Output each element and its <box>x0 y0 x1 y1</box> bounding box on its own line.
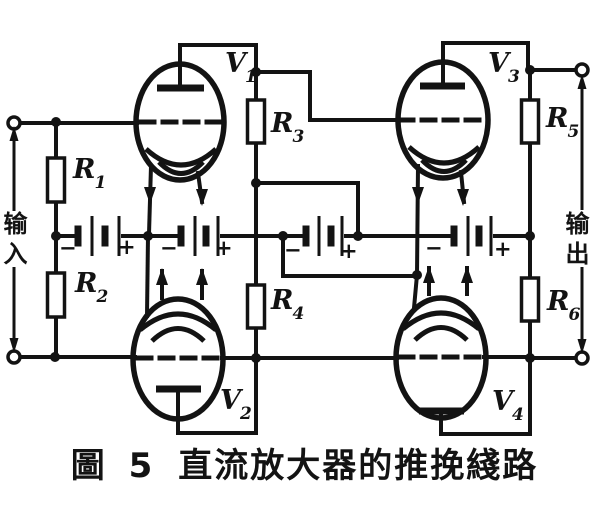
v3-left-arrowhead <box>412 187 424 204</box>
battery-plates <box>74 216 493 256</box>
junction-dot <box>251 353 261 363</box>
resistor-r2-body <box>45 271 67 319</box>
v4-right-arrowhead <box>461 266 473 283</box>
battery1-neg-plate <box>74 225 82 247</box>
tube-envelopes <box>130 59 491 422</box>
resistor-r5-body <box>519 98 541 145</box>
battery4-plus-label: + <box>494 237 512 261</box>
tube-label-v1: V1 <box>225 48 257 88</box>
resistor-r3-body <box>245 98 267 145</box>
battery1-plus-label: + <box>118 235 136 259</box>
battery3-neg-plate <box>302 225 310 247</box>
junction-dot <box>51 117 61 127</box>
tube-v4 <box>393 295 489 421</box>
v1-left-arrowhead <box>144 187 156 204</box>
figure-caption: 圖 5 直流放大器的推挽綫路 <box>0 449 609 483</box>
input-arrowhead-up <box>9 126 19 141</box>
resistor-label-r6: R6 <box>547 286 581 326</box>
junction-dot <box>353 231 363 241</box>
junction-dot <box>143 231 153 241</box>
junction-dot <box>525 231 535 241</box>
tube-v2 <box>130 296 226 422</box>
v4-plate-wire <box>439 358 532 436</box>
v2-right-arrowhead <box>196 268 208 285</box>
resistor-bodies <box>45 98 541 330</box>
battery1-pos-plate <box>117 216 121 256</box>
junction-dot <box>251 67 261 77</box>
v3-cathode-arc-inner <box>420 158 468 174</box>
battery1-minus-label: − <box>59 236 77 260</box>
junction-dot <box>525 65 535 75</box>
battery3-neg-plate <box>327 225 335 247</box>
resistor-label-r1: R1 <box>73 154 107 194</box>
battery2-plus-label: + <box>215 236 233 260</box>
output-arrowhead-up <box>577 74 587 89</box>
tube-label-v4: V4 <box>492 386 524 426</box>
figure-title: 直流放大器的推挽綫路 <box>178 446 539 486</box>
battery4-pos-plate <box>466 216 470 256</box>
battery3-pos-plate <box>317 216 321 256</box>
battery4-neg-plate <box>475 225 483 247</box>
input-arrowhead-down <box>9 338 19 353</box>
tube-v1 <box>133 61 227 183</box>
resistor-label-r4: R4 <box>271 285 305 325</box>
battery1-pos-plate <box>90 216 94 256</box>
battery3-plus-label: + <box>340 239 358 263</box>
battery3-pos-plate <box>340 216 344 256</box>
v1-cathode-arc-inner <box>157 160 205 176</box>
junction-dot <box>278 231 288 241</box>
input-label: 输入 <box>0 211 27 271</box>
r3r4-to-battery-wire <box>254 181 360 238</box>
tube-plates <box>156 82 465 415</box>
battery1-neg-plate <box>101 225 109 247</box>
tube-v3 <box>395 59 491 181</box>
v1-right-arrowhead <box>196 189 208 206</box>
junction-dot <box>251 178 261 188</box>
tube-cathode-arcs <box>138 145 481 343</box>
battery2-minus-label: − <box>160 236 178 260</box>
filament-arrowheads <box>144 187 473 285</box>
battery2-neg-plate <box>177 225 185 247</box>
output-label: 输出 <box>561 211 589 271</box>
v1-v2-cathode-link <box>144 233 151 319</box>
io-arrows <box>12 81 584 347</box>
resistor-label-r2: R2 <box>75 268 109 308</box>
v4-left-arrowhead <box>423 266 435 283</box>
bias-return-wire <box>281 234 418 278</box>
junction-dot <box>412 270 422 280</box>
io-arrowheads <box>9 74 587 354</box>
resistor-r1-body <box>45 156 67 204</box>
v3-right-arrowhead <box>457 189 469 206</box>
tube-label-v3: V3 <box>488 48 520 88</box>
v1-cathode-arc-outer <box>144 147 218 168</box>
junction-dot <box>51 231 61 241</box>
battery2-pos-plate <box>193 216 197 256</box>
v4-cathode-arc-outer <box>401 310 481 331</box>
battery4-neg-plate <box>450 225 458 247</box>
v3-cathode-arc-outer <box>407 145 481 166</box>
battery2-pos-plate <box>216 216 220 256</box>
output-arrowhead-down <box>577 339 587 354</box>
tube-label-v2: V2 <box>220 385 252 425</box>
resistor-r4-body <box>245 283 267 330</box>
resistor-r6-body <box>519 276 541 323</box>
junction-dots <box>50 65 535 363</box>
battery3-minus-label: − <box>284 238 302 262</box>
resistor-label-r5: R5 <box>546 103 580 143</box>
resistor-label-r3: R3 <box>271 108 305 148</box>
junction-dot <box>50 352 60 362</box>
battery2-neg-plate <box>202 225 210 247</box>
v1-v3-coupling-wire <box>254 70 398 122</box>
junction-dot <box>525 353 535 363</box>
v4-cathode-arc-inner <box>413 325 469 342</box>
v2-plate-wire <box>176 358 258 435</box>
v2-left-arrowhead <box>156 268 168 285</box>
v2-cathode-arc-outer <box>138 311 218 332</box>
v2-cathode-arc-inner <box>150 326 206 343</box>
battery4-pos-plate <box>489 216 493 256</box>
figure-number: 圖 5 <box>70 446 159 486</box>
battery4-minus-label: − <box>425 236 443 260</box>
v3-v4-cathode-link <box>411 163 421 311</box>
